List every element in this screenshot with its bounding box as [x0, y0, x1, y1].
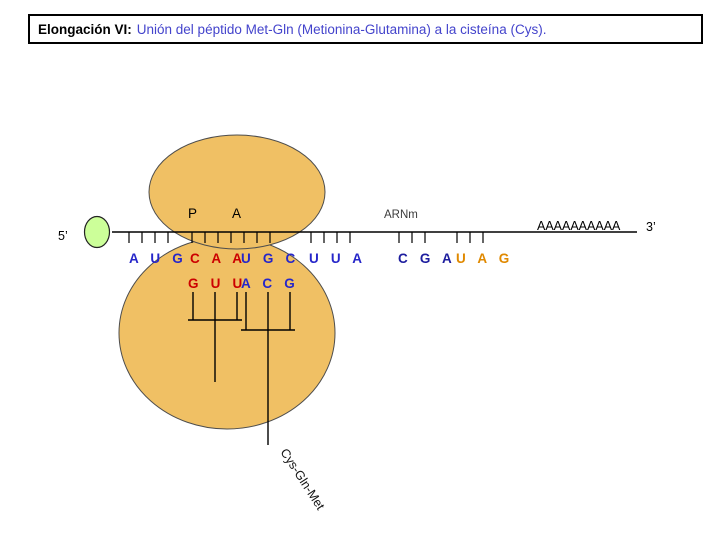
label-arnm: ARNm — [384, 209, 418, 221]
anticodon-guu: G U U — [188, 276, 247, 291]
title-prefix: Elongación VI: — [38, 21, 132, 37]
five-prime-cap — [83, 215, 111, 249]
p-site-trna — [188, 292, 242, 382]
label-p-site: P — [188, 206, 197, 221]
title-text: Unión del péptido Met-Gln (Metionina-Glu… — [136, 21, 547, 37]
label-three-prime: 3’ — [646, 220, 656, 234]
codon-caa: C A A — [190, 251, 246, 266]
codon-ugc: U G C — [241, 251, 300, 266]
mrna-ticks — [128, 232, 484, 243]
label-five-prime: 5’ — [58, 229, 68, 243]
anticodon-acg: A C G — [241, 276, 299, 291]
ribosome-small-subunit — [148, 134, 326, 250]
label-poly-a-tail: AAAAAAAAAA — [537, 219, 621, 233]
codon-aug: A U G — [129, 251, 187, 266]
label-a-site: A — [232, 206, 241, 221]
codon-cga: C G A — [398, 251, 456, 266]
codon-uag: U A G — [456, 251, 514, 266]
a-site-trna — [241, 292, 295, 445]
title-box: Elongación VI: Unión del péptido Met-Gln… — [28, 14, 703, 44]
label-peptide-chain: Cys-Gln-Met — [277, 446, 327, 513]
codon-uua: U U A — [309, 251, 366, 266]
